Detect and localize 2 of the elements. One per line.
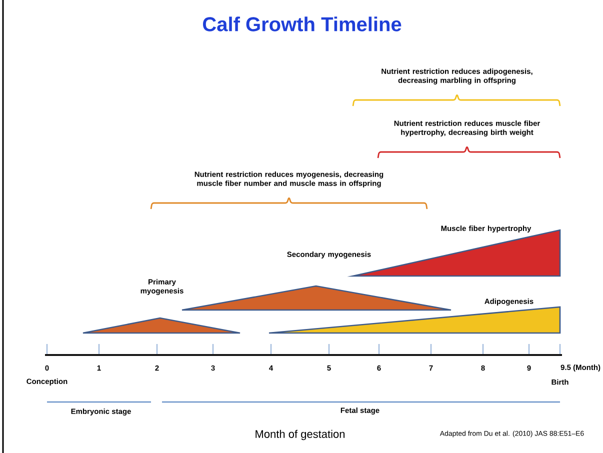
axis-title: Month of gestation: [256, 430, 345, 440]
title: Calf Growth Timeline: [203, 16, 402, 32]
